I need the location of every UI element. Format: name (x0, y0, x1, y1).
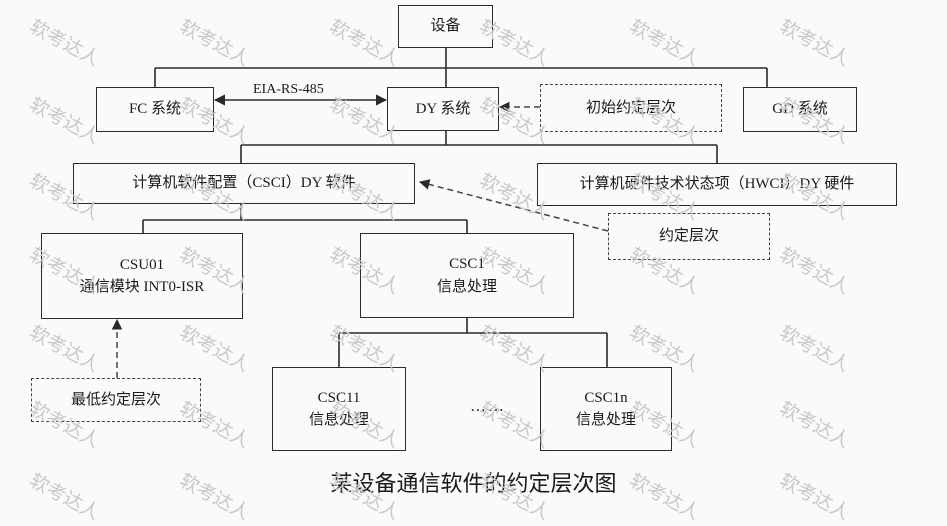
eia-rs-485-label: EIA-RS-485 (253, 82, 324, 97)
csu01-desc: 通信模块 INT0-ISR (79, 279, 205, 295)
fc-system-node: FC 系统 (96, 87, 214, 132)
csc11-code: CSC11 (317, 389, 361, 406)
initial-agreed-level-node: 初始约定层次 (540, 84, 722, 132)
csc1n-code: CSC1n (584, 389, 628, 406)
csc1-node: CSC1 信息处理 (360, 233, 574, 318)
csu01-code: CSU01 (119, 256, 165, 273)
csc1n-node: CSC1n 信息处理 (540, 367, 672, 451)
csci-node: 计算机软件配置（CSCI）DY 软件 (73, 163, 415, 204)
device-node: 设备 (398, 5, 493, 48)
ellipsis: …… (470, 398, 506, 415)
csc11-desc: 信息处理 (308, 412, 369, 428)
diagram-canvas: 设备 FC 系统 DY 系统 初始约定层次 GD 系统 计算机软件配置（CSCI… (26, 5, 897, 525)
diagram-caption: 某设备通信软件的约定层次图 (330, 471, 617, 496)
connector-lines (111, 48, 768, 378)
hwci-node: 计算机硬件技术状态项（HWCI）DY 硬件 (537, 163, 897, 206)
csc1-desc: 信息处理 (436, 278, 497, 295)
gd-system-node: GD 系统 (743, 87, 857, 132)
agreed-level-node: 约定层次 (608, 213, 770, 260)
lowest-agreed-level-node: 最低约定层次 (31, 378, 201, 422)
csc1n-desc: 信息处理 (575, 412, 636, 428)
csu01-node: CSU01 通信模块 INT0-ISR (41, 233, 243, 319)
dy-system-node: DY 系统 (387, 87, 499, 131)
csc11-node: CSC11 信息处理 (272, 367, 406, 451)
csc1-code: CSC1 (449, 256, 485, 272)
